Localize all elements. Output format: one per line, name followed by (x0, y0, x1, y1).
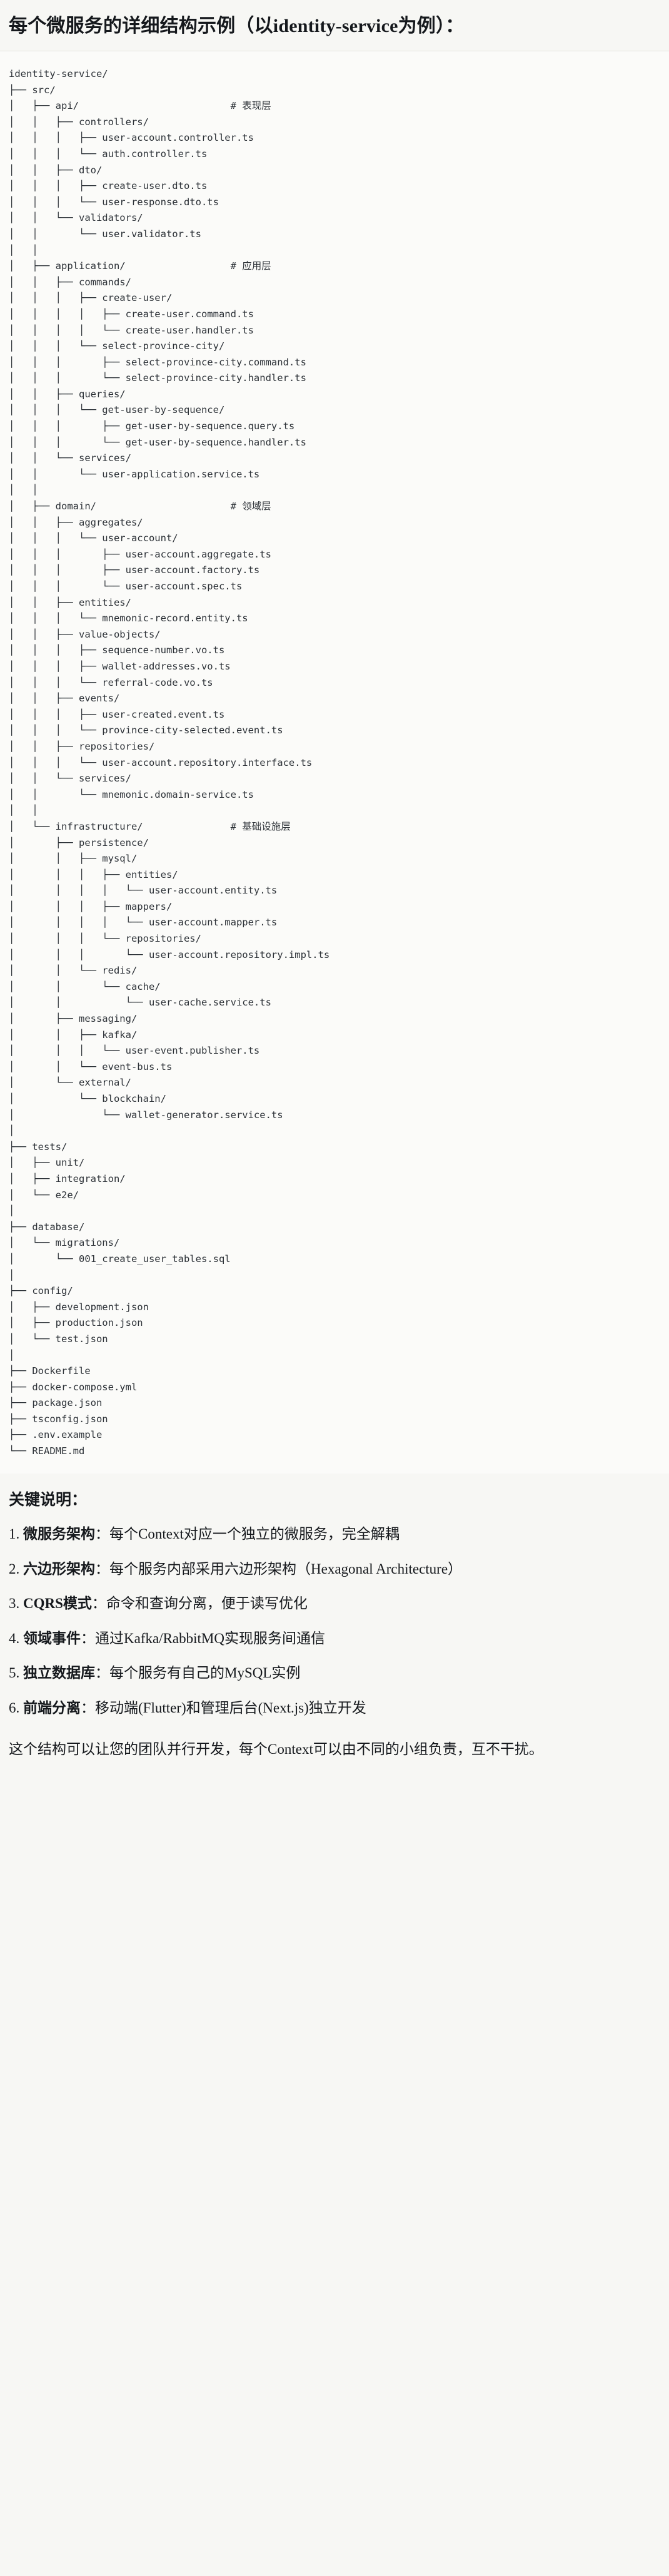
key-point-desc: 每个Context对应一个独立的微服务，完全解耦 (109, 1526, 400, 1542)
key-point-sep: ： (95, 1526, 109, 1542)
key-point-sep: ： (95, 1665, 109, 1681)
page-title: 每个微服务的详细结构示例（以identity-service为例）： (9, 16, 465, 36)
key-point-desc: 通过Kafka/RabbitMQ实现服务间通信 (95, 1630, 325, 1646)
key-points-list: 微服务架构：每个Context对应一个独立的微服务，完全解耦 六边形架构：每个服… (0, 1519, 669, 1728)
key-points-heading: 关键说明： (9, 1491, 88, 1509)
list-item: 微服务架构：每个Context对应一个独立的微服务，完全解耦 (9, 1519, 660, 1554)
key-point-desc: 每个服务内部采用六边形架构（Hexagonal Architecture） (109, 1560, 463, 1577)
list-item: 独立数据库：每个服务有自己的MySQL实例 (9, 1658, 660, 1693)
list-item: 领域事件：通过Kafka/RabbitMQ实现服务间通信 (9, 1624, 660, 1659)
key-point-sep: ： (81, 1699, 95, 1716)
code-block: identity-service/ ├── src/ │ ├── api/ # … (0, 51, 669, 1474)
list-item: 前端分离：移动端(Flutter)和管理后台(Next.js)独立开发 (9, 1693, 660, 1728)
key-point-term: CQRS模式 (23, 1596, 92, 1612)
closing-paragraph: 这个结构可以让您的团队并行开发，每个Context可以由不同的小组负责，互不干扰… (9, 1741, 543, 1758)
key-point-sep: ： (81, 1630, 95, 1646)
key-point-term: 前端分离 (23, 1699, 81, 1716)
key-point-desc: 每个服务有自己的MySQL实例 (109, 1665, 301, 1681)
key-point-term: 领域事件 (23, 1630, 81, 1646)
directory-tree: identity-service/ ├── src/ │ ├── api/ # … (9, 68, 330, 1457)
key-point-term: 独立数据库 (23, 1665, 95, 1681)
key-point-desc: 移动端(Flutter)和管理后台(Next.js)独立开发 (95, 1699, 366, 1716)
key-point-term: 微服务架构 (23, 1526, 95, 1542)
list-item: 六边形架构：每个服务内部采用六边形架构（Hexagonal Architectu… (9, 1554, 660, 1589)
key-point-sep: ： (91, 1596, 106, 1612)
key-point-term: 六边形架构 (23, 1560, 95, 1577)
key-point-sep: ： (95, 1560, 109, 1577)
key-point-desc: 命令和查询分离，便于读写优化 (106, 1596, 308, 1612)
document-page: 每个微服务的详细结构示例（以identity-service为例）： ident… (0, 0, 669, 1778)
list-item: CQRS模式：命令和查询分离，便于读写优化 (9, 1589, 660, 1624)
